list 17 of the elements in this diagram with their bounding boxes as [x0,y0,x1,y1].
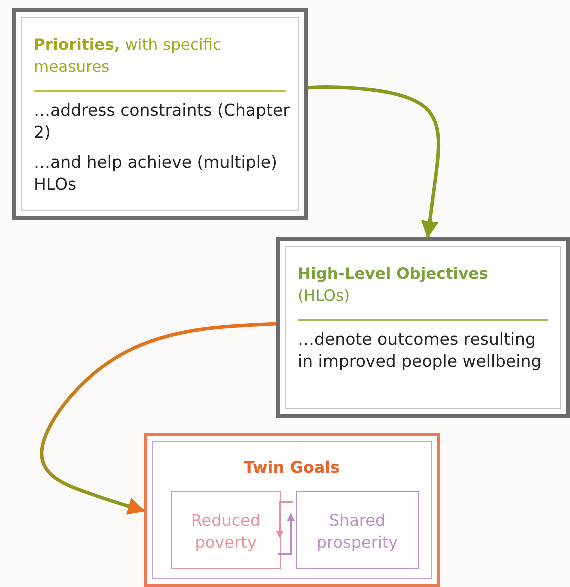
objectives-card [276,237,570,418]
arrow [308,85,441,239]
goal-box [171,491,281,569]
card-heading: Priorities, with specific measures [34,35,223,78]
arrow [40,322,276,515]
card-text: …denote outcomes resulting in improved people wellbeing [298,329,543,373]
twin-goals-panel [144,433,440,587]
goal-box [296,491,419,569]
card-text: …address constraints (Chapter 2) [34,100,290,144]
priorities-card [12,8,308,220]
goal-label: Reduced poverty [190,510,262,554]
card-heading: High-Level Objectives (HLOs) [298,264,490,307]
panel-heading: Twin Goals [242,458,342,477]
goal-label: Shared prosperity [316,510,400,554]
card-text: …and help achieve (multiple) HLOs [34,152,278,196]
arrow [278,513,295,555]
arrow [276,501,293,539]
